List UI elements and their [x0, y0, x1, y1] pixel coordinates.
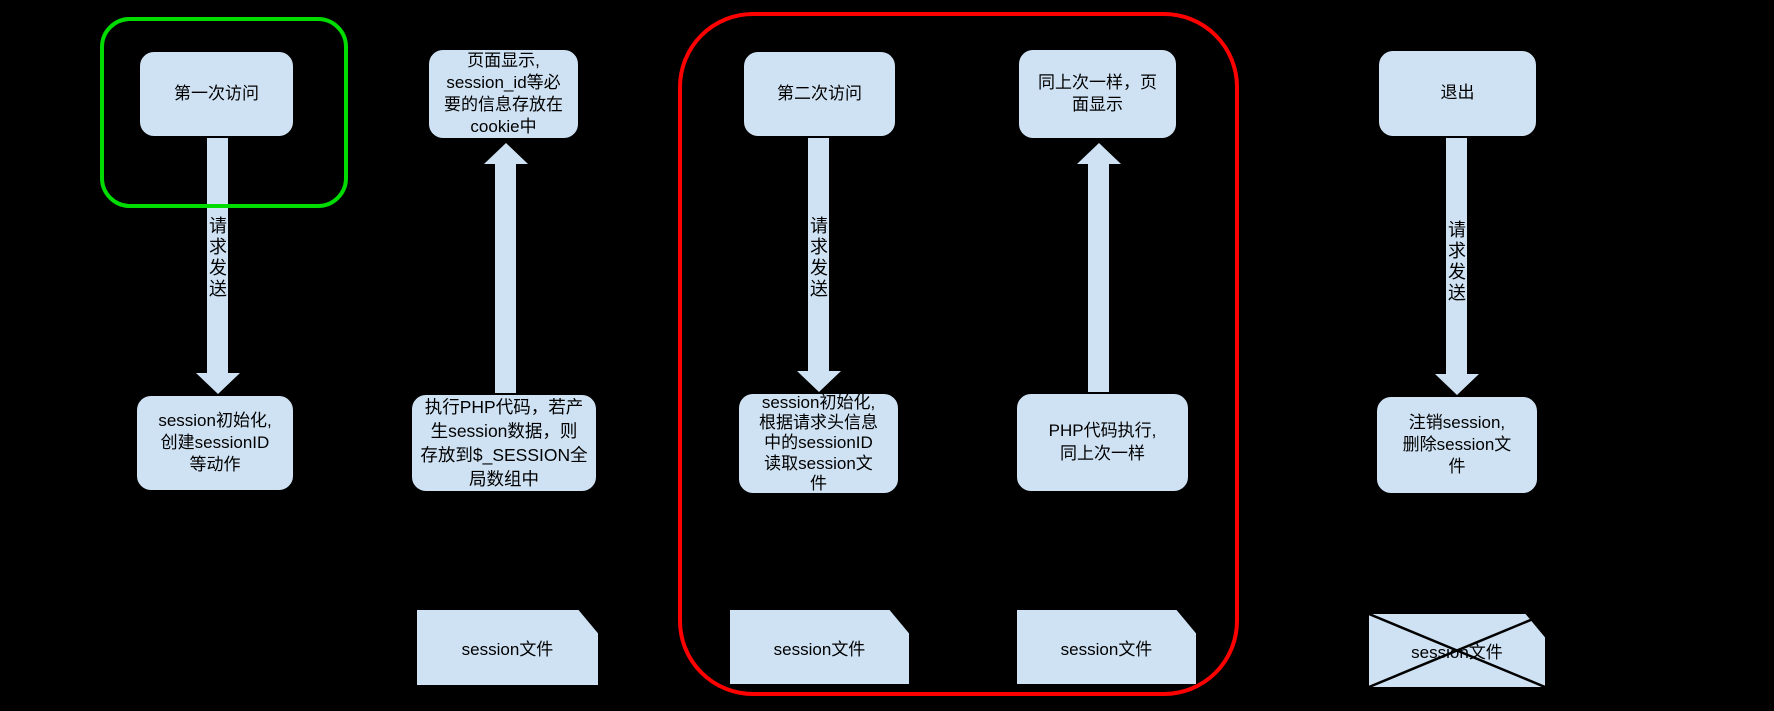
node-session-init-create: session初始化, 创建sessionID 等动作: [135, 394, 295, 492]
arrow-label-request-send-1: 请 求 发 送: [209, 216, 227, 299]
node-php-exec-store: 执行PHP代码，若产 生session数据，则 存放到$_SESSION全 局数…: [410, 393, 598, 493]
arrow-label-request-send-3: 请 求 发 送: [1448, 220, 1466, 303]
delete-cross-icon: [1368, 612, 1546, 689]
node-logout-destroy: 注销session, 删除session文 件: [1375, 395, 1539, 495]
node-session-init-read: session初始化, 根据请求头信息 中的sessionID 读取sessio…: [737, 392, 900, 495]
arrow-shaft-second-request: [808, 138, 829, 371]
file-card-shape: [728, 608, 911, 686]
file-card-shape: [415, 608, 600, 687]
node-second-visit: 第二次访问: [742, 50, 897, 138]
arrow-shaft-logout-request: [1446, 138, 1467, 374]
session-file-label: session文件: [773, 639, 866, 659]
session-file-card-3: session文件: [1015, 608, 1198, 686]
arrow-head-second-request: [797, 371, 841, 392]
node-page-display-cookie: 页面显示, session_id等必 要的信息存放在 cookie中: [427, 48, 580, 140]
node-php-exec-same: PHP代码执行, 同上次一样: [1015, 392, 1190, 493]
session-file-card-deleted: session文件: [1367, 612, 1547, 689]
session-file-label: session文件: [1060, 639, 1153, 659]
session-file-label: session文件: [461, 640, 554, 659]
arrow-label-request-send-2: 请 求 发 送: [810, 216, 828, 299]
arrow-shaft-first-request: [207, 138, 228, 373]
session-file-label: session文件: [1411, 643, 1503, 662]
session-file-card-1: session文件: [415, 608, 600, 687]
node-logout: 退出: [1377, 49, 1538, 138]
arrow-shaft-second-response: [1088, 163, 1109, 392]
arrow-shaft-first-response: [495, 163, 516, 393]
arrow-head-first-response: [484, 143, 528, 164]
arrow-head-first-request: [196, 373, 240, 394]
arrow-head-second-response: [1077, 143, 1121, 164]
node-same-as-last-display: 同上次一样，页 面显示: [1017, 48, 1178, 140]
arrow-head-logout-request: [1435, 374, 1479, 395]
session-file-card-2: session文件: [728, 608, 911, 686]
file-card-shape: [1015, 608, 1198, 686]
node-first-visit: 第一次访问: [138, 50, 295, 138]
